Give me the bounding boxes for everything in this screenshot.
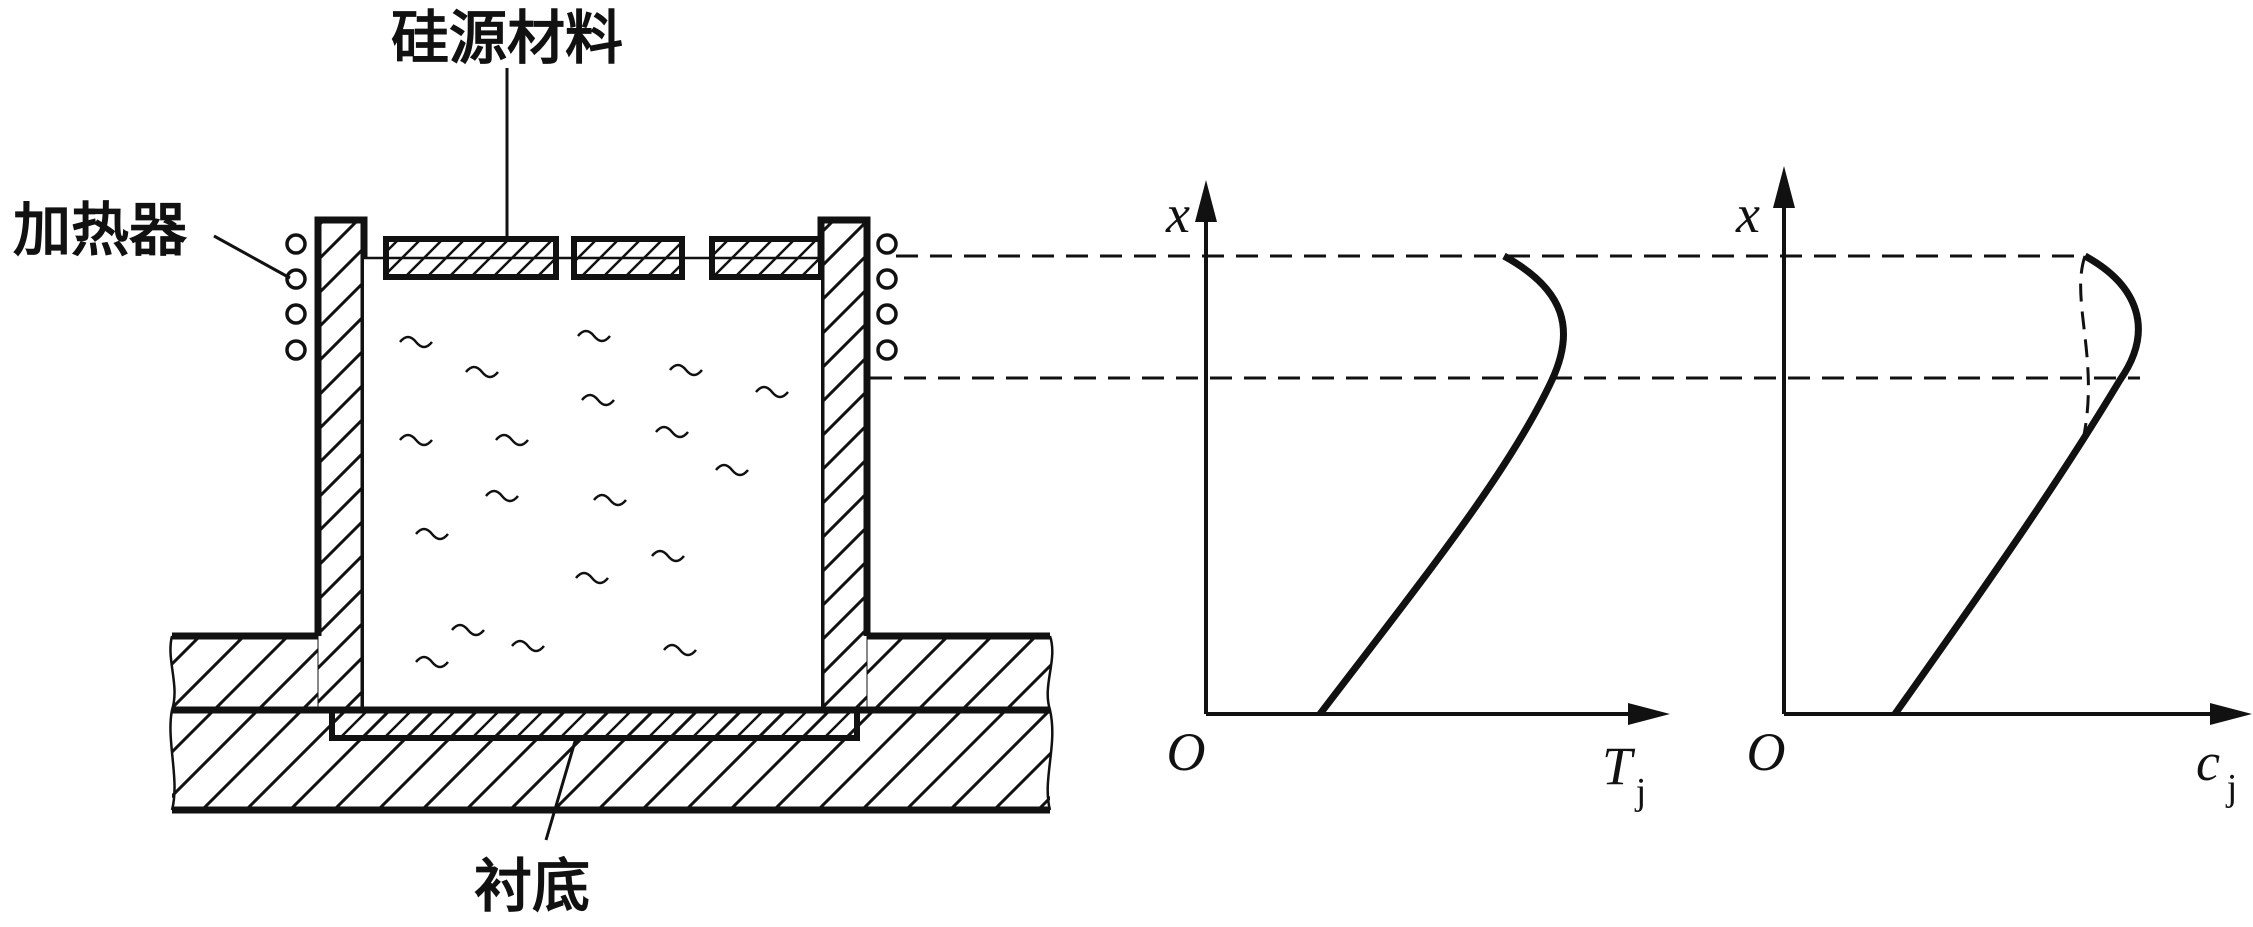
liquid-mark [663, 643, 697, 657]
heater-coil [876, 268, 898, 290]
temperature-origin-label: O [1167, 722, 1206, 782]
substrate-label: 衬底 [474, 852, 590, 920]
temperature-x-label: T [1602, 736, 1636, 796]
crucible-interior [364, 258, 821, 710]
concentration-plot [1773, 166, 2252, 725]
base-break-right [1046, 635, 1054, 811]
liquid-mark [755, 385, 789, 399]
heater-coil [285, 339, 307, 361]
liquid-mark [715, 463, 749, 477]
heater-coil [285, 303, 307, 325]
silicon-source-piece-1 [383, 236, 559, 280]
substrate-leader [544, 737, 578, 841]
liquid-mark [495, 433, 529, 447]
liquid-mark [511, 639, 545, 653]
liquid-mark [465, 365, 499, 379]
liquid-mark [577, 329, 611, 343]
liquid-mark [415, 527, 449, 541]
silicon-source-piece-2 [571, 236, 685, 280]
base-upper-layer [172, 636, 318, 710]
concentration-x-label: c [2196, 732, 2220, 792]
heater-coil [285, 268, 307, 290]
heater-coil [876, 303, 898, 325]
heater-leader [213, 234, 291, 280]
concentration-profile-curve [1892, 252, 2142, 717]
liquid-mark [399, 433, 433, 447]
heater-coils-left [285, 233, 307, 361]
liquid-mark [485, 489, 519, 503]
concentration-origin-label: O [1747, 722, 1786, 782]
temperature-x-subscript: j [1634, 771, 1647, 813]
concentration-y-arrow [1773, 166, 1795, 208]
liquid-mark [399, 335, 433, 349]
concentration-profile-dashed [2079, 255, 2090, 441]
liquid-mark [651, 549, 685, 563]
concentration-x-subscript: j [2225, 767, 2238, 809]
liquid-mark [451, 623, 485, 637]
liquid-mark [593, 493, 627, 507]
temperature-y-arrow [1195, 180, 1217, 222]
temperature-x-arrow [1628, 703, 1670, 725]
substrate-block [329, 707, 860, 741]
temperature-y-label: x [1165, 184, 1190, 244]
base-break-left [169, 635, 176, 811]
concentration-y-label: x [1735, 184, 1760, 244]
heater-coil [876, 233, 898, 255]
liquid-mark [655, 425, 689, 439]
silicon-source-label: 硅源材料 [391, 4, 623, 72]
temperature-profile-curve [1317, 252, 1568, 717]
liquid-mark [575, 571, 609, 585]
liquid-mark [581, 393, 615, 407]
apparatus [169, 68, 2140, 841]
heater-coils-right [876, 233, 898, 361]
heater-coil [285, 233, 307, 255]
liquid-marks [399, 329, 789, 669]
heater-label: 加热器 [13, 196, 188, 264]
crucible-right-wall [820, 219, 868, 711]
liquid-mark [669, 363, 703, 377]
heater-coil [876, 339, 898, 361]
temperature-plot [1195, 180, 1670, 725]
base-upper-layer-right [867, 636, 1050, 710]
silicon-source-piece-3 [709, 236, 824, 280]
liquid-mark [415, 655, 449, 669]
crucible-left-wall [317, 219, 365, 711]
concentration-x-arrow [2210, 703, 2252, 725]
